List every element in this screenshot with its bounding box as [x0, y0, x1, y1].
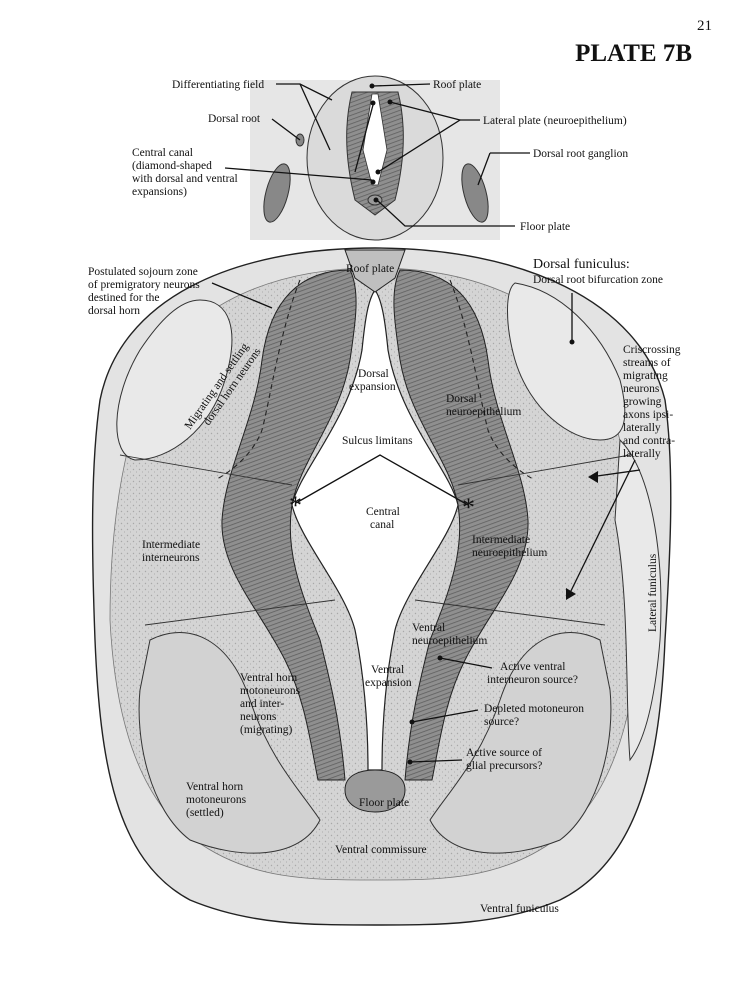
asterisk-right: *: [462, 493, 475, 522]
divider-right-lower: [414, 599, 606, 626]
label-ventral-commissure: Ventral commissure: [335, 844, 427, 856]
label-intermediate-neuroepithelium: Intermediate neuroepithelium: [472, 534, 547, 559]
label-lateral-funiculus: Lateral funiculus: [647, 553, 659, 632]
top-left-ganglion: [263, 163, 291, 223]
label-active-ventral-interneuron: Active ventral interneuron source?: [487, 661, 578, 686]
label-floor-plate-top: Floor plate: [520, 221, 570, 233]
divider-left-upper: [119, 454, 293, 486]
leader-differentiating-field-2: [299, 83, 331, 151]
label-dorsal-neuroepithelium: Dorsal neuroepithelium: [446, 393, 521, 418]
label-depleted-motoneuron: Depleted motoneuron source?: [484, 703, 587, 728]
dot-glial: [407, 759, 413, 765]
divider-left-lower: [144, 599, 336, 626]
divider-right-upper: [457, 454, 631, 486]
leader-criss-arrow-1: [589, 469, 641, 478]
label-sulcus-limitans: Sulcus limitans: [342, 435, 413, 447]
leader-active-ventral: [439, 657, 493, 669]
leader-sulcus-limitans: [295, 454, 469, 506]
neuroepithelium-right: [393, 269, 529, 781]
top-embryo-section: [250, 75, 500, 241]
page-number: 21: [697, 18, 712, 34]
dot-lateral-2: [375, 169, 381, 175]
sojourn-zone-right: [449, 279, 536, 481]
dot-active-ventral: [437, 655, 443, 661]
roof-plate-shape: [344, 249, 406, 293]
label-ventral-neuroepithelium: Ventral neuroepithelium: [412, 622, 487, 647]
label-ventral-expansion: Ventral expansion: [365, 664, 412, 689]
main-leader-lines: [211, 282, 641, 765]
label-intermediate-interneurons: Intermediate interneurons: [142, 539, 203, 564]
label-dorsal-expansion: Dorsal expansion: [349, 368, 396, 393]
leader-dorsal-root: [271, 118, 301, 141]
main-spinal-cord-section: [91, 247, 672, 926]
label-sojourn-zone: Postulated sojourn zone of premigratory …: [88, 266, 203, 317]
asterisk-left: *: [289, 491, 302, 520]
top-central-canal: [362, 93, 388, 186]
leader-depleted-motoneuron: [411, 709, 479, 723]
label-ventral-funiculus: Ventral funiculus: [480, 903, 559, 915]
label-criss-crossing: Criscrossing streams of migrating neuron…: [623, 344, 683, 460]
label-central-canal-main: Central canal: [366, 506, 403, 531]
label-ventral-horn-settled: Ventral horn motoneurons (settled): [186, 781, 249, 819]
label-roof-plate-top: Roof plate: [433, 79, 481, 91]
dot-canal: [370, 100, 376, 106]
label-floor-plate-main: Floor plate: [359, 797, 409, 809]
label-active-glial: Active source of glial precursors?: [466, 747, 545, 772]
dot-depleted-motoneuron: [409, 719, 415, 725]
dorsal-funiculus-right: [507, 282, 626, 441]
dot-canal-2: [370, 179, 376, 185]
arrowhead-2: [566, 588, 576, 600]
floor-plate-shape: [344, 769, 406, 813]
dot-floor: [373, 197, 379, 203]
leader-ganglion-b: [477, 152, 491, 186]
leader-criss-arrow-2: [567, 459, 636, 598]
label-dorsal-funiculus-sub: Dorsal root bifurcation zone: [533, 274, 663, 286]
label-central-canal-top: Central canal (diamond-shaped with dorsa…: [132, 147, 241, 198]
ventral-horn-right: [429, 632, 612, 854]
plate-title: PLATE 7B: [575, 40, 692, 67]
leader-floor-plate-top: [377, 200, 515, 227]
label-ventral-horn-migrating: Ventral horn motoneurons and inter- neur…: [240, 672, 303, 736]
lateral-funiculus-band: [614, 438, 662, 762]
dot-dorsal-funiculus: [569, 339, 575, 345]
neuroepithelium-left: [221, 269, 357, 781]
dot-roof: [369, 83, 375, 89]
label-roof-plate-main: Roof plate: [346, 263, 394, 275]
top-leader-lines: [224, 83, 530, 227]
leader-central-canal-1: [224, 167, 373, 181]
label-dorsal-funiculus-title: Dorsal funiculus:: [533, 257, 630, 272]
leader-roof-plate-top: [372, 83, 431, 87]
top-right-ganglion: [461, 163, 489, 223]
leader-sojourn-zone: [211, 282, 273, 309]
leader-glial: [409, 759, 463, 763]
label-dorsal-root-ganglion: Dorsal root ganglion: [533, 148, 628, 160]
label-lateral-plate: Lateral plate (neuroepithelium): [483, 115, 627, 127]
ventral-horn-left: [138, 632, 321, 854]
label-differentiating-field: Differentiating field: [172, 79, 264, 91]
label-dorsal-root: Dorsal root: [208, 113, 261, 125]
sojourn-zone-left: [214, 279, 301, 481]
leader-central-canal-2: [354, 104, 374, 173]
dorsal-funiculus-left: [116, 299, 233, 461]
dot-lateral: [387, 99, 393, 105]
arrowhead-1: [588, 471, 598, 483]
